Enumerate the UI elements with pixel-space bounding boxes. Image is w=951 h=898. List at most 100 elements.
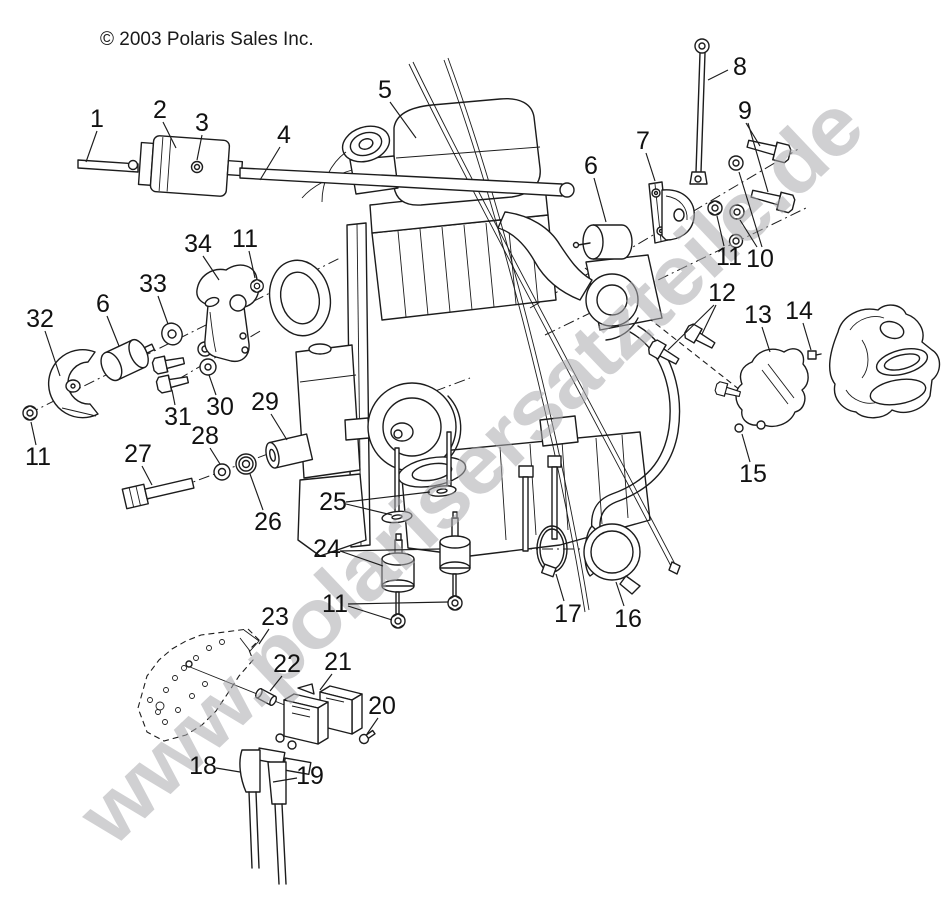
callout-11: 11 bbox=[232, 225, 258, 253]
leader-line-24 bbox=[339, 550, 384, 567]
leader-line-14 bbox=[802, 322, 812, 351]
leader-line-6 bbox=[593, 177, 607, 223]
callout-29: 29 bbox=[251, 388, 279, 416]
leader-line-13 bbox=[761, 326, 771, 353]
callout-18: 18 bbox=[189, 752, 217, 780]
leader-line-7 bbox=[645, 152, 656, 182]
part-throttle-rod bbox=[239, 167, 575, 198]
part-housing-cover bbox=[829, 304, 941, 419]
leader-line-24 bbox=[339, 548, 441, 552]
callout-1: 1 bbox=[90, 105, 104, 133]
leader-line-4 bbox=[259, 146, 281, 181]
callout-26: 26 bbox=[254, 508, 282, 536]
callout-13: 13 bbox=[744, 301, 772, 329]
leader-line-26 bbox=[249, 473, 264, 511]
callout-22: 22 bbox=[273, 650, 301, 678]
leader-line-11 bbox=[30, 421, 37, 446]
callout-5: 5 bbox=[378, 76, 392, 104]
leader-line-23 bbox=[258, 628, 270, 645]
part-bolt-27 bbox=[121, 477, 195, 510]
callout-6: 6 bbox=[584, 152, 598, 180]
leader-line-15 bbox=[741, 433, 751, 463]
leader-line-5 bbox=[389, 101, 417, 139]
engine-assembly bbox=[268, 57, 681, 613]
leader-line-9 bbox=[745, 122, 761, 147]
callout-16: 16 bbox=[614, 605, 642, 633]
mounting-studs bbox=[394, 431, 562, 552]
leader-line-33 bbox=[157, 295, 169, 325]
leader-line-28 bbox=[209, 447, 221, 465]
callout-28: 28 bbox=[191, 422, 219, 450]
leader-line-29 bbox=[270, 413, 288, 441]
callout-2: 2 bbox=[153, 96, 167, 124]
callout-6: 6 bbox=[96, 290, 110, 318]
leader-line-25 bbox=[345, 491, 431, 503]
callout-25: 25 bbox=[319, 488, 347, 516]
callout-30: 30 bbox=[206, 393, 234, 421]
intake-runner bbox=[497, 211, 593, 301]
callout-3: 3 bbox=[195, 109, 209, 137]
part-rubber-mount-right bbox=[572, 224, 633, 260]
part-screw-20 bbox=[358, 729, 376, 745]
callout-19: 19 bbox=[296, 762, 324, 790]
leader-line-11 bbox=[347, 605, 393, 621]
callout-31: 31 bbox=[164, 403, 192, 431]
leader-line-20 bbox=[366, 717, 379, 735]
part-rubber-mount-left bbox=[100, 338, 156, 382]
air-horn bbox=[341, 125, 391, 163]
leader-line-11 bbox=[248, 250, 256, 279]
leader-line-31 bbox=[171, 389, 176, 406]
part-washers-28 bbox=[213, 463, 231, 481]
part-washer-33 bbox=[161, 322, 183, 346]
part-link-rod bbox=[689, 38, 710, 185]
leader-line-9 bbox=[747, 122, 769, 193]
leader-line-12 bbox=[701, 304, 717, 335]
part-hose-clamp-17 bbox=[536, 525, 568, 578]
callout-20: 20 bbox=[368, 692, 396, 720]
callout-10: 10 bbox=[746, 245, 774, 273]
part-nut-11-bottom-b bbox=[447, 595, 463, 611]
part-nut-11-top bbox=[250, 279, 264, 293]
part-mount-bracket-right bbox=[648, 181, 695, 244]
throttle-cables bbox=[408, 57, 681, 613]
leader-line-16 bbox=[615, 581, 625, 607]
callout-8: 8 bbox=[733, 53, 747, 81]
callout-9: 9 bbox=[738, 97, 752, 125]
leader-line-1 bbox=[85, 130, 98, 163]
leader-line-10 bbox=[738, 171, 763, 248]
leader-line-30 bbox=[208, 374, 217, 396]
part-spark-plug-wires bbox=[239, 747, 312, 885]
part-screw-14 bbox=[807, 350, 822, 360]
leader-line-34 bbox=[202, 255, 220, 281]
leader-line-21 bbox=[319, 673, 333, 691]
leader-line-6 bbox=[106, 315, 120, 347]
leader-line-8 bbox=[707, 69, 729, 81]
callout-32: 32 bbox=[26, 305, 54, 333]
leader-line-18 bbox=[215, 767, 241, 773]
callout-17: 17 bbox=[554, 600, 582, 628]
part-ignition-coil-21 bbox=[275, 683, 363, 750]
part-nut-11-left bbox=[22, 405, 38, 421]
part-mounting-plate-23 bbox=[137, 628, 260, 742]
callout-11: 11 bbox=[25, 443, 51, 471]
leader-lines bbox=[30, 69, 812, 783]
leader-line-32 bbox=[44, 330, 61, 377]
callout-7: 7 bbox=[636, 127, 650, 155]
leader-line-22 bbox=[269, 675, 283, 692]
callout-24: 24 bbox=[313, 535, 341, 563]
part-mount-bracket-34 bbox=[196, 264, 260, 363]
leader-line-12 bbox=[667, 304, 715, 351]
part-canister bbox=[137, 135, 244, 197]
part-choke-shaft bbox=[77, 159, 139, 173]
leader-line-10 bbox=[739, 219, 758, 248]
part-spacer-22 bbox=[255, 687, 277, 707]
callout-21: 21 bbox=[324, 648, 352, 676]
part-nut-11-bottom-a bbox=[390, 613, 406, 629]
part-washer-26 bbox=[235, 453, 257, 475]
callout-4: 4 bbox=[277, 121, 291, 149]
callout-11: 11 bbox=[322, 590, 348, 618]
leader-line-11 bbox=[347, 601, 449, 605]
part-mount-cup-32 bbox=[47, 349, 99, 419]
